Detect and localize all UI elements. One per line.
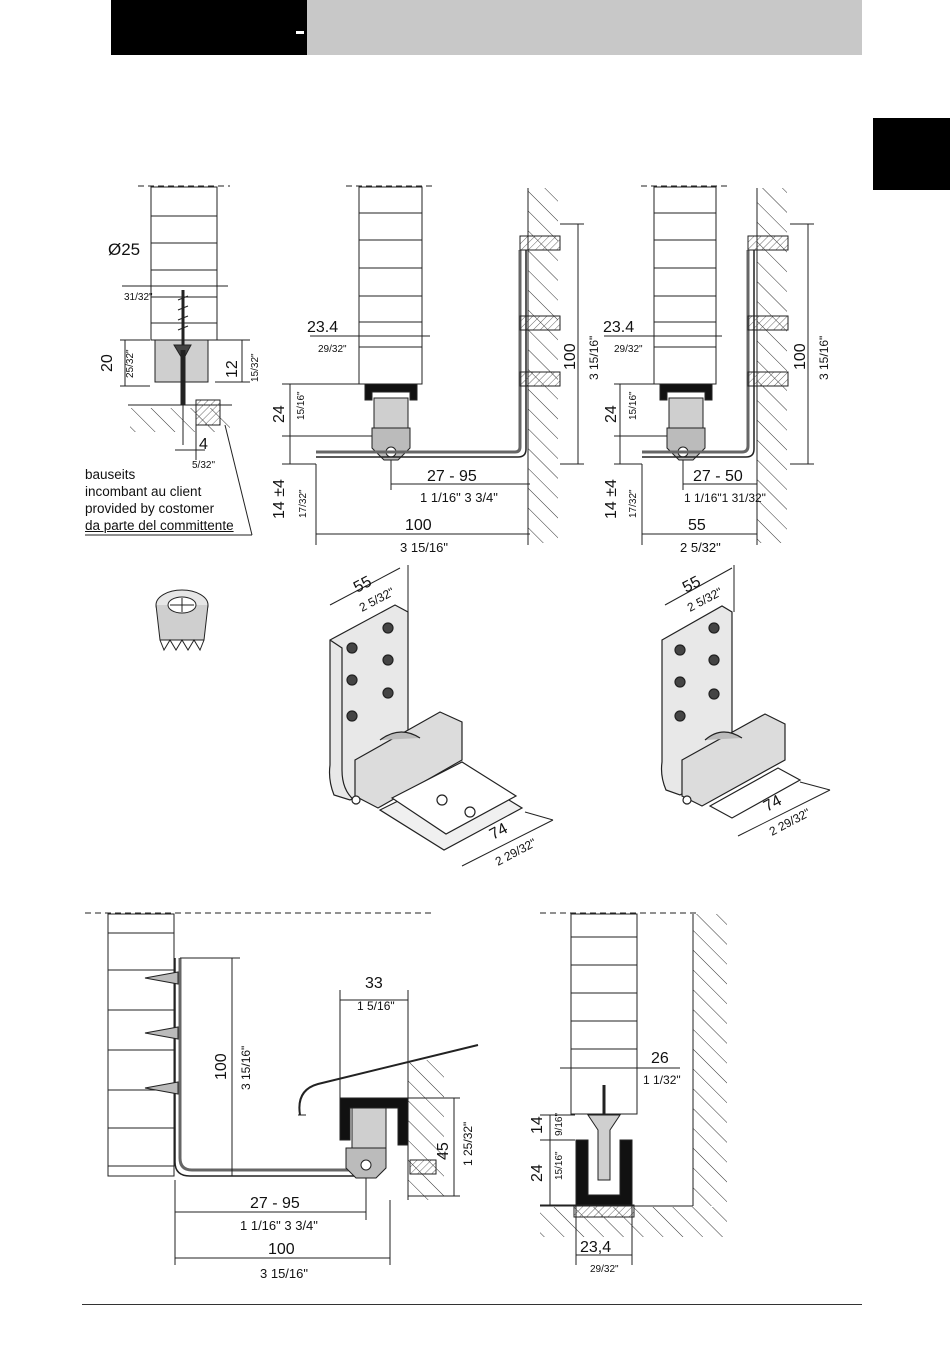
dim-24-a-inch: 15/16" (296, 391, 307, 420)
header-dash (296, 31, 304, 34)
dim-24-a: 24 (271, 405, 288, 423)
dim-33-e-inch: 1 5/16" (357, 999, 395, 1013)
dim-4-inch: 5/32" (192, 460, 215, 471)
dim-20-inch: 25/32" (125, 349, 136, 378)
dim-45-e-inch: 1 25/32" (461, 1122, 475, 1166)
dim-100-vertical-b: 100 (792, 343, 809, 370)
header-grey-bar (307, 0, 862, 55)
dim-14-f-inch: 9/16" (554, 1113, 565, 1136)
dim-24-f-inch: 15/16" (554, 1151, 565, 1180)
dim-100-horizontal-a-inch: 3 15/16" (400, 540, 448, 555)
dim-4: 4 (199, 436, 208, 453)
dim-14-b-inch: 17/32" (628, 489, 639, 518)
drawing-bracket-iso-large (328, 565, 554, 867)
dim-26-f-inch: 1 1/32" (643, 1073, 681, 1087)
dim-27-50-b-inch: 1 1/16"1 31/32" (684, 491, 766, 505)
drawing-floor-guide (540, 912, 727, 1265)
header-black-block (111, 0, 307, 55)
dim-45-e: 45 (435, 1142, 452, 1160)
dim-23-4-f: 23,4 (580, 1239, 611, 1256)
dim-23-4-a-inch: 29/32" (318, 344, 347, 355)
drawing-spring-bush (155, 589, 209, 652)
drawing-panel-detail (85, 185, 253, 536)
dim-74-d: 74 (761, 792, 785, 815)
drawing-mount-27-95 (282, 185, 584, 545)
dim-27-50-b: 27 - 50 (693, 468, 743, 485)
dim-27-95-e: 27 - 95 (250, 1195, 300, 1212)
dim-55-b-inch: 2 5/32" (680, 540, 721, 555)
dim-12-inch: 15/32" (250, 353, 261, 382)
chapter-tab (873, 118, 950, 190)
dim-23-4-f-inch: 29/32" (590, 1264, 619, 1275)
dim-100-horizontal-e: 100 (268, 1241, 295, 1258)
dim-20: 20 (99, 354, 116, 372)
drawing-mount-27-50 (604, 185, 814, 545)
dim-74-c: 74 (487, 820, 511, 843)
dim-23-4-a: 23.4 (307, 319, 338, 336)
dim-55-d: 55 (680, 573, 704, 596)
dim-100-vertical-b-inch: 3 15/16" (817, 336, 831, 380)
dim-diameter-inch: 31/32" (124, 292, 153, 303)
dim-55-c: 55 (351, 573, 375, 596)
dim-23-4-b: 23.4 (603, 319, 634, 336)
footer-rule (82, 1304, 862, 1305)
dim-12: 12 (224, 360, 241, 378)
dim-33-e: 33 (365, 975, 383, 992)
dim-55-b: 55 (688, 517, 706, 534)
dim-23-4-b-inch: 29/32" (614, 344, 643, 355)
dim-27-95-a-inch: 1 1/16" 3 3/4" (420, 490, 498, 505)
note-line-en: provided by costomer (85, 501, 215, 516)
drawing-wall-mount (85, 912, 479, 1265)
dim-24-b: 24 (603, 405, 620, 423)
dim-27-95-a: 27 - 95 (427, 468, 477, 485)
dim-14-b: 14 ±4 (603, 479, 620, 519)
dim-27-95-e-inch: 1 1/16" 3 3/4" (240, 1218, 318, 1233)
dim-14-f: 14 (529, 1116, 546, 1134)
dim-14-a: 14 ±4 (271, 479, 288, 519)
customer-supplied-note: bauseits incombant au client provided by… (85, 466, 234, 534)
note-line-fr: incombant au client (85, 484, 202, 499)
dim-100-vertical-e-inch: 3 15/16" (239, 1046, 253, 1090)
note-line-de: bauseits (85, 467, 136, 482)
dim-100-vertical-a-inch: 3 15/16" (587, 336, 601, 380)
dim-26-f: 26 (651, 1050, 669, 1067)
dim-100-horizontal-a: 100 (405, 517, 432, 534)
dim-24-b-inch: 15/16" (628, 391, 639, 420)
dim-24-f: 24 (529, 1164, 546, 1182)
dim-100-vertical-a: 100 (562, 343, 579, 370)
dim-100-horizontal-e-inch: 3 15/16" (260, 1266, 308, 1281)
dim-14-a-inch: 17/32" (298, 489, 309, 518)
drawing-bracket-iso-small (660, 565, 831, 837)
dim-100-vertical-e: 100 (213, 1053, 230, 1080)
note-line-it: da parte del committente (85, 518, 234, 533)
dim-diameter: Ø25 (108, 240, 140, 259)
